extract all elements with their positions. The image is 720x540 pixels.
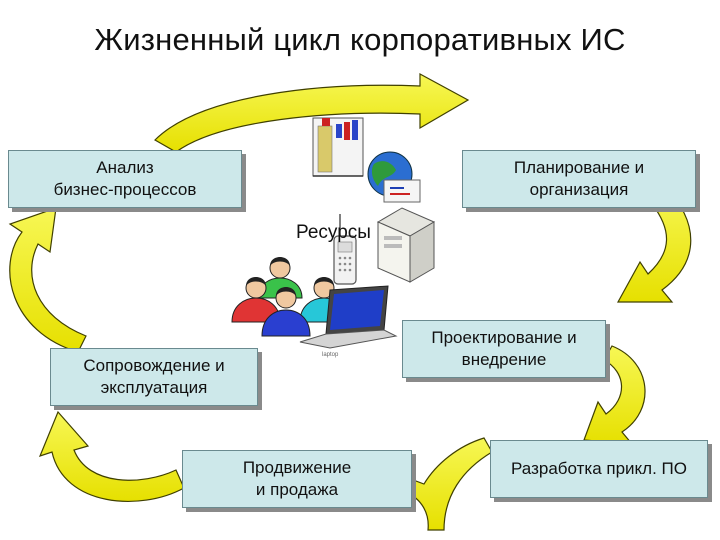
diagram-title: Жизненный цикл корпоративных ИС [94, 22, 626, 57]
envelope-icon [383, 179, 421, 203]
stage-support: Сопровождение и эксплуатация [50, 348, 258, 406]
cycle-arrow-icon [154, 72, 470, 153]
cycle-arrow-icon [616, 185, 692, 303]
mobile-phone-icon [333, 214, 357, 285]
stage-promotion-label: Продвижение и продажа [242, 458, 352, 499]
stage-design-label: Проектирование и внедрение [431, 328, 577, 369]
stage-planning: Планирование и организация [462, 150, 696, 208]
stage-promotion: Продвижение и продажа [182, 450, 412, 508]
stage-development: Разработка прикл. ПО [490, 440, 708, 498]
cycle-arrow-icon [38, 410, 185, 503]
cycle-arrow-icon [8, 207, 87, 353]
stage-analysis-label: Анализ бизнес-процессов [53, 158, 197, 199]
stage-design: Проектирование и внедрение [402, 320, 606, 378]
stage-development-label: Разработка прикл. ПО [511, 459, 687, 478]
tower-server-icon [376, 207, 436, 283]
laptop-icon [299, 285, 398, 349]
cycle-arrow-icon [403, 437, 493, 531]
people-group-icon [231, 257, 349, 337]
stage-planning-label: Планирование и организация [513, 158, 645, 199]
laptop-caption: laptop [322, 352, 339, 358]
server-cabinet-icon [312, 117, 364, 177]
resources-label: Ресурсы [296, 222, 371, 243]
stage-analysis: Анализ бизнес-процессов [8, 150, 242, 208]
stage-support-label: Сопровождение и эксплуатация [83, 356, 225, 397]
